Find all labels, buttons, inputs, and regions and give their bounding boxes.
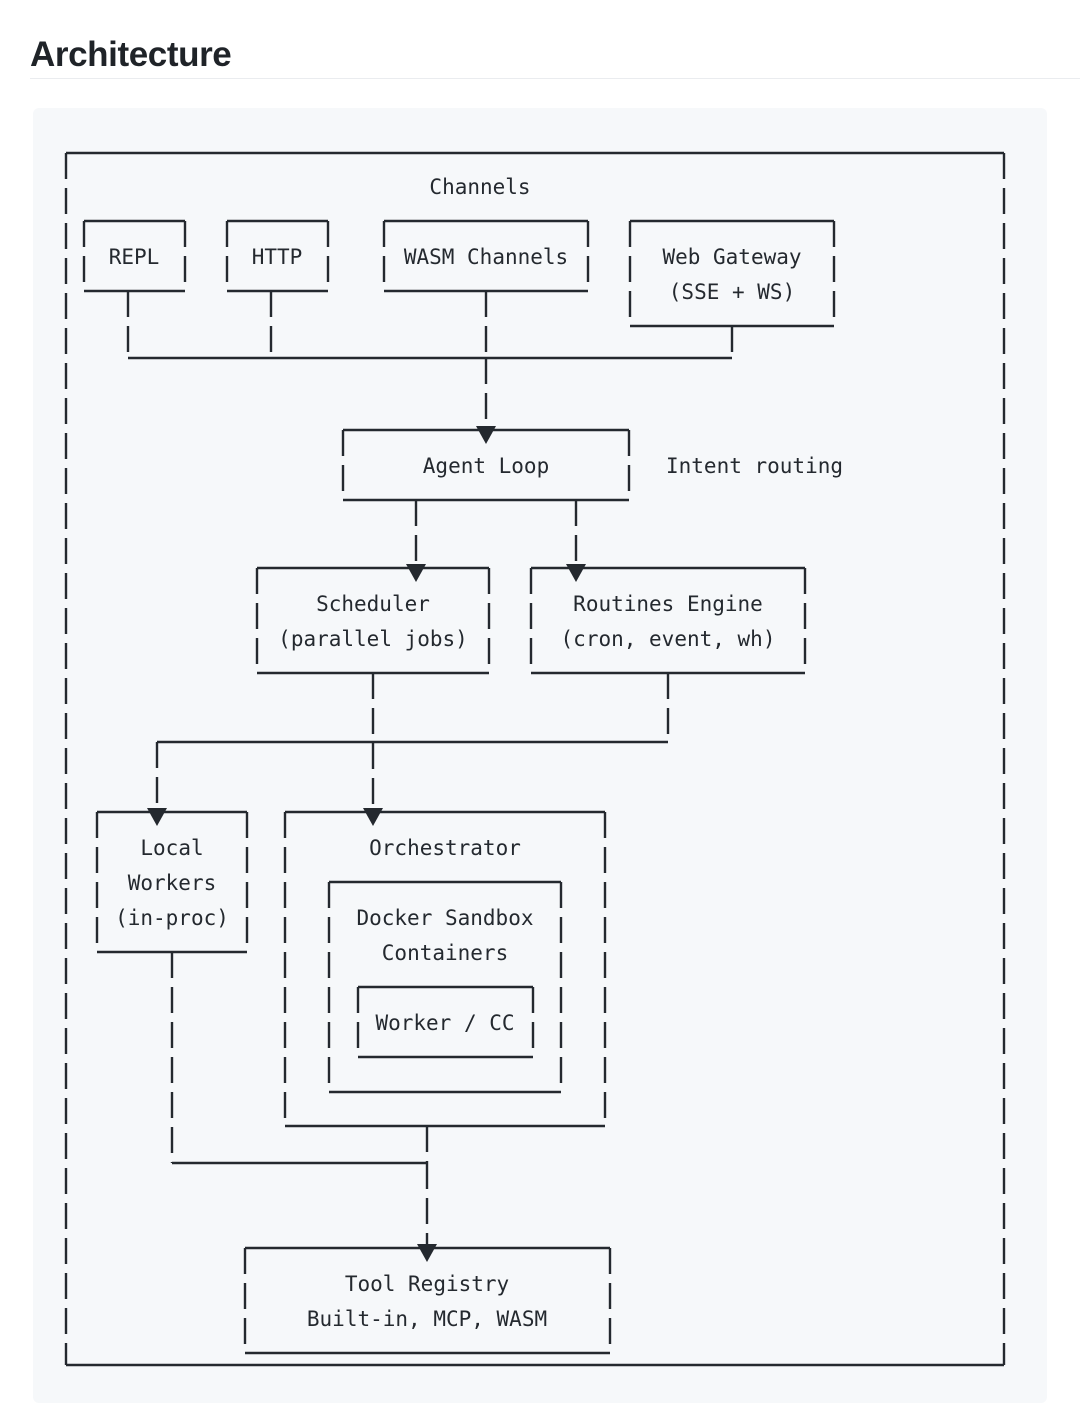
channels-group-label: Channels [429, 175, 530, 199]
arrowhead-into-scheduler [406, 564, 426, 582]
node-tool-registry-sublabel: Built-in, MCP, WASM [307, 1307, 547, 1331]
edge-agent-loop-to-workers [414, 500, 578, 564]
node-repl-label: REPL [109, 245, 160, 269]
node-scheduler[interactable]: Scheduler (parallel jobs) [255, 564, 491, 675]
node-web-gateway[interactable]: Web Gateway (SSE + WS) [628, 219, 836, 328]
node-routines-engine-sublabel: (cron, event, wh) [561, 627, 776, 651]
node-wasm-channels[interactable]: WASM Channels [382, 219, 590, 293]
architecture-diagram-panel: .bx { fill: none; stroke: #24292f; strok… [33, 108, 1047, 1403]
node-worker-cc[interactable]: Worker / CC [356, 985, 535, 1059]
arrowhead-into-local-workers [147, 808, 167, 826]
edge-executors-to-tool-registry [170, 952, 429, 1244]
node-http-label: HTTP [252, 245, 303, 269]
edge-channels-to-agent-loop [126, 291, 734, 426]
arrowhead-into-orchestrator [363, 808, 383, 826]
node-web-gateway-label: Web Gateway [662, 245, 801, 269]
node-local-workers-label: Local [140, 836, 203, 860]
node-routines-engine-label: Routines Engine [573, 592, 763, 616]
arrowhead-into-routines-engine [566, 564, 586, 582]
node-orchestrator-label: Orchestrator [369, 836, 521, 860]
node-scheduler-label: Scheduler [316, 592, 430, 616]
node-orchestrator[interactable]: Orchestrator [283, 808, 607, 1128]
node-docker-sandbox[interactable]: Docker Sandbox Containers [327, 880, 563, 1094]
arrowhead-into-tool-registry [417, 1244, 437, 1262]
node-local-workers-sublabel-2: (in-proc) [115, 906, 229, 930]
node-web-gateway-sublabel: (SSE + WS) [669, 280, 795, 304]
title-divider [30, 78, 1080, 79]
node-agent-loop-label: Agent Loop [423, 454, 549, 478]
node-agent-loop[interactable]: Agent Loop [341, 426, 631, 502]
node-docker-sandbox-label: Docker Sandbox [356, 906, 533, 930]
outer-container-border [64, 151, 1006, 1367]
page-title: Architecture [30, 35, 232, 75]
node-wasm-channels-label: WASM Channels [404, 245, 568, 269]
architecture-diagram: .bx { fill: none; stroke: #24292f; strok… [64, 151, 1006, 1367]
node-scheduler-sublabel: (parallel jobs) [278, 627, 468, 651]
annotation-intent-routing: Intent routing [666, 454, 843, 478]
node-docker-sandbox-sublabel: Containers [382, 941, 508, 965]
node-routines-engine[interactable]: Routines Engine (cron, event, wh) [529, 564, 807, 675]
node-local-workers[interactable]: Local Workers (in-proc) [95, 808, 249, 954]
edge-engines-to-executors [155, 673, 670, 808]
node-local-workers-sublabel: Workers [128, 871, 217, 895]
node-tool-registry[interactable]: Tool Registry Built-in, MCP, WASM [243, 1244, 612, 1355]
node-repl[interactable]: REPL [82, 219, 187, 293]
node-worker-cc-label: Worker / CC [375, 1011, 514, 1035]
arrowhead-into-agent-loop [476, 426, 496, 444]
node-tool-registry-label: Tool Registry [345, 1272, 509, 1296]
node-http[interactable]: HTTP [225, 219, 330, 293]
